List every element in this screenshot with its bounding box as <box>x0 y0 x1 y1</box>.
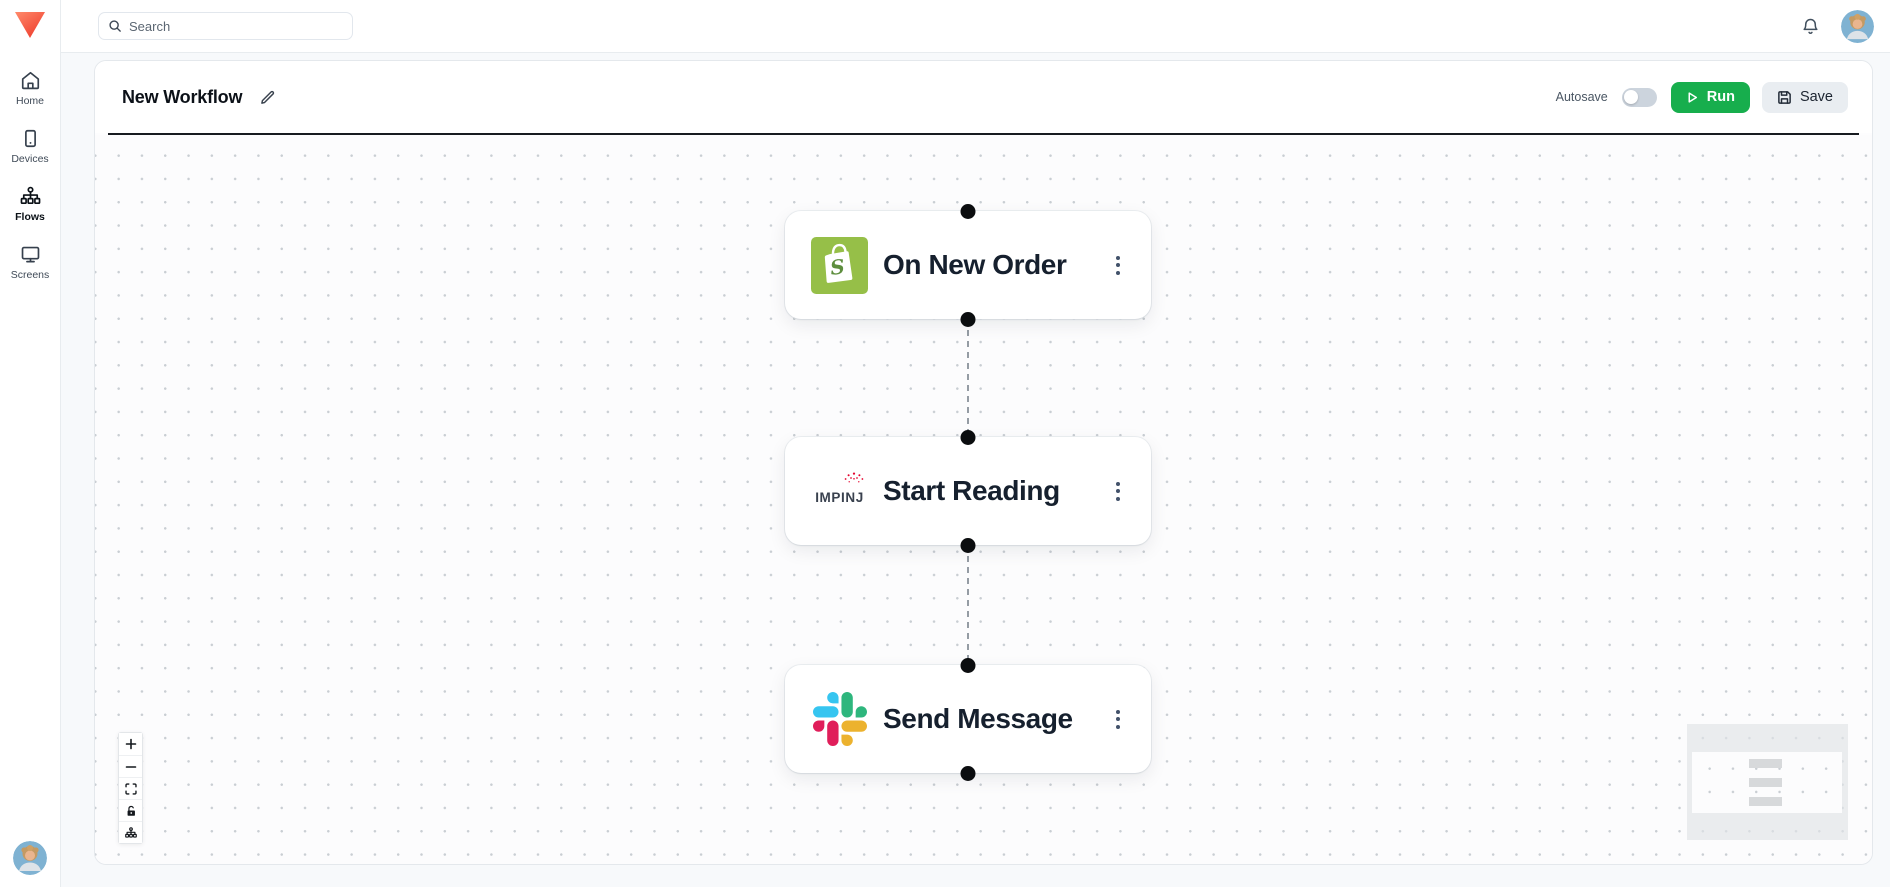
search-box[interactable] <box>98 12 353 40</box>
minimap-node <box>1749 759 1782 768</box>
impinj-logo: IMPINJ <box>811 463 868 520</box>
plus-icon <box>125 738 136 750</box>
node-input-handle[interactable] <box>960 429 976 445</box>
sidebar-item-flows[interactable]: Flows <box>0 180 60 230</box>
run-button[interactable]: Run <box>1670 81 1750 113</box>
node-title: On New Order <box>883 249 1067 280</box>
save-icon <box>1778 90 1791 104</box>
home-icon <box>21 71 39 90</box>
notifications-button[interactable] <box>1799 15 1821 37</box>
topbar-actions <box>1799 9 1874 43</box>
lock-interactivity-button[interactable] <box>119 799 142 821</box>
node-input-handle[interactable] <box>960 657 976 673</box>
zoom-in-button[interactable] <box>119 733 142 755</box>
rename-workflow-button[interactable] <box>257 86 279 108</box>
fit-view-icon <box>124 782 137 795</box>
slack-icon <box>811 691 868 748</box>
edge-on-new-order-to-start-reading <box>967 319 969 437</box>
lock-icon <box>127 805 135 816</box>
run-button-label: Run <box>1706 89 1735 105</box>
node-send-message[interactable]: Send Message <box>785 657 1151 781</box>
avatar-image <box>13 841 47 875</box>
triangle-logo-icon <box>15 12 45 38</box>
flows-icon <box>20 186 40 205</box>
node-on-new-order[interactable]: S On New Order <box>785 203 1151 327</box>
node-menu-button[interactable] <box>1105 471 1131 511</box>
screens-icon <box>21 246 39 263</box>
sidebar-item-label: Flows <box>15 211 45 223</box>
node-output-handle[interactable] <box>960 765 976 781</box>
impinj-burst-icon <box>844 472 864 482</box>
auto-layout-button[interactable] <box>119 821 142 843</box>
workflow-actions: Autosave Run Save <box>1555 81 1848 113</box>
header-divider <box>108 133 1859 135</box>
sidebar-nav: Home Devices Flows <box>0 64 60 288</box>
edge-start-reading-to-send-message <box>967 545 969 665</box>
node-output-handle[interactable] <box>960 311 976 327</box>
pencil-icon <box>261 90 275 104</box>
node-start-reading[interactable]: IMPINJ Start Reading <box>785 429 1151 553</box>
fit-view-button[interactable] <box>119 777 142 799</box>
minus-icon <box>125 765 136 768</box>
node-title: Send Message <box>883 703 1073 734</box>
sidebar-item-label: Screens <box>10 269 50 281</box>
sidebar: Home Devices Flows <box>0 0 61 887</box>
node-input-handle[interactable] <box>960 203 976 219</box>
bell-icon <box>1802 18 1818 34</box>
minimap-node <box>1749 778 1782 787</box>
node-menu-button[interactable] <box>1105 245 1131 285</box>
play-icon <box>1688 91 1697 103</box>
workflow-card: New Workflow Autosave Run <box>94 60 1873 865</box>
sidebar-item-devices[interactable]: Devices <box>0 122 60 172</box>
node-menu-button[interactable] <box>1105 699 1131 739</box>
brand-logo[interactable] <box>14 10 46 40</box>
sidebar-user-avatar[interactable] <box>13 841 47 875</box>
sidebar-item-label: Home <box>15 95 44 107</box>
sidebar-item-label: Devices <box>11 153 49 165</box>
workflow-header: New Workflow Autosave Run <box>95 61 1872 133</box>
node-output-handle[interactable] <box>960 537 976 553</box>
autosave-label: Autosave <box>1555 90 1608 104</box>
svg-text:S: S <box>829 254 846 280</box>
minimap-node <box>1749 797 1782 806</box>
impinj-logo-text: IMPINJ <box>815 489 864 505</box>
shopify-icon: S <box>811 236 868 294</box>
sidebar-item-screens[interactable]: Screens <box>0 238 60 288</box>
minimap[interactable] <box>1687 724 1848 840</box>
topbar <box>61 0 1890 53</box>
node-title: Start Reading <box>883 475 1060 506</box>
toggle-knob <box>1624 90 1639 104</box>
save-button[interactable]: Save <box>1761 81 1848 113</box>
zoom-out-button[interactable] <box>119 755 142 777</box>
search-icon <box>109 20 121 32</box>
canvas-controls <box>118 732 143 844</box>
autosave-toggle[interactable] <box>1621 87 1657 107</box>
user-avatar[interactable] <box>1841 9 1874 43</box>
flow-canvas[interactable]: S On New Order IMPINJ <box>95 135 1872 864</box>
search-input[interactable] <box>129 18 343 34</box>
avatar-image <box>1841 9 1874 43</box>
workflow-title: New Workflow <box>122 86 243 107</box>
devices-icon <box>24 129 36 148</box>
sidebar-item-home[interactable]: Home <box>0 64 60 114</box>
org-chart-icon <box>124 826 137 838</box>
save-button-label: Save <box>1799 89 1833 105</box>
